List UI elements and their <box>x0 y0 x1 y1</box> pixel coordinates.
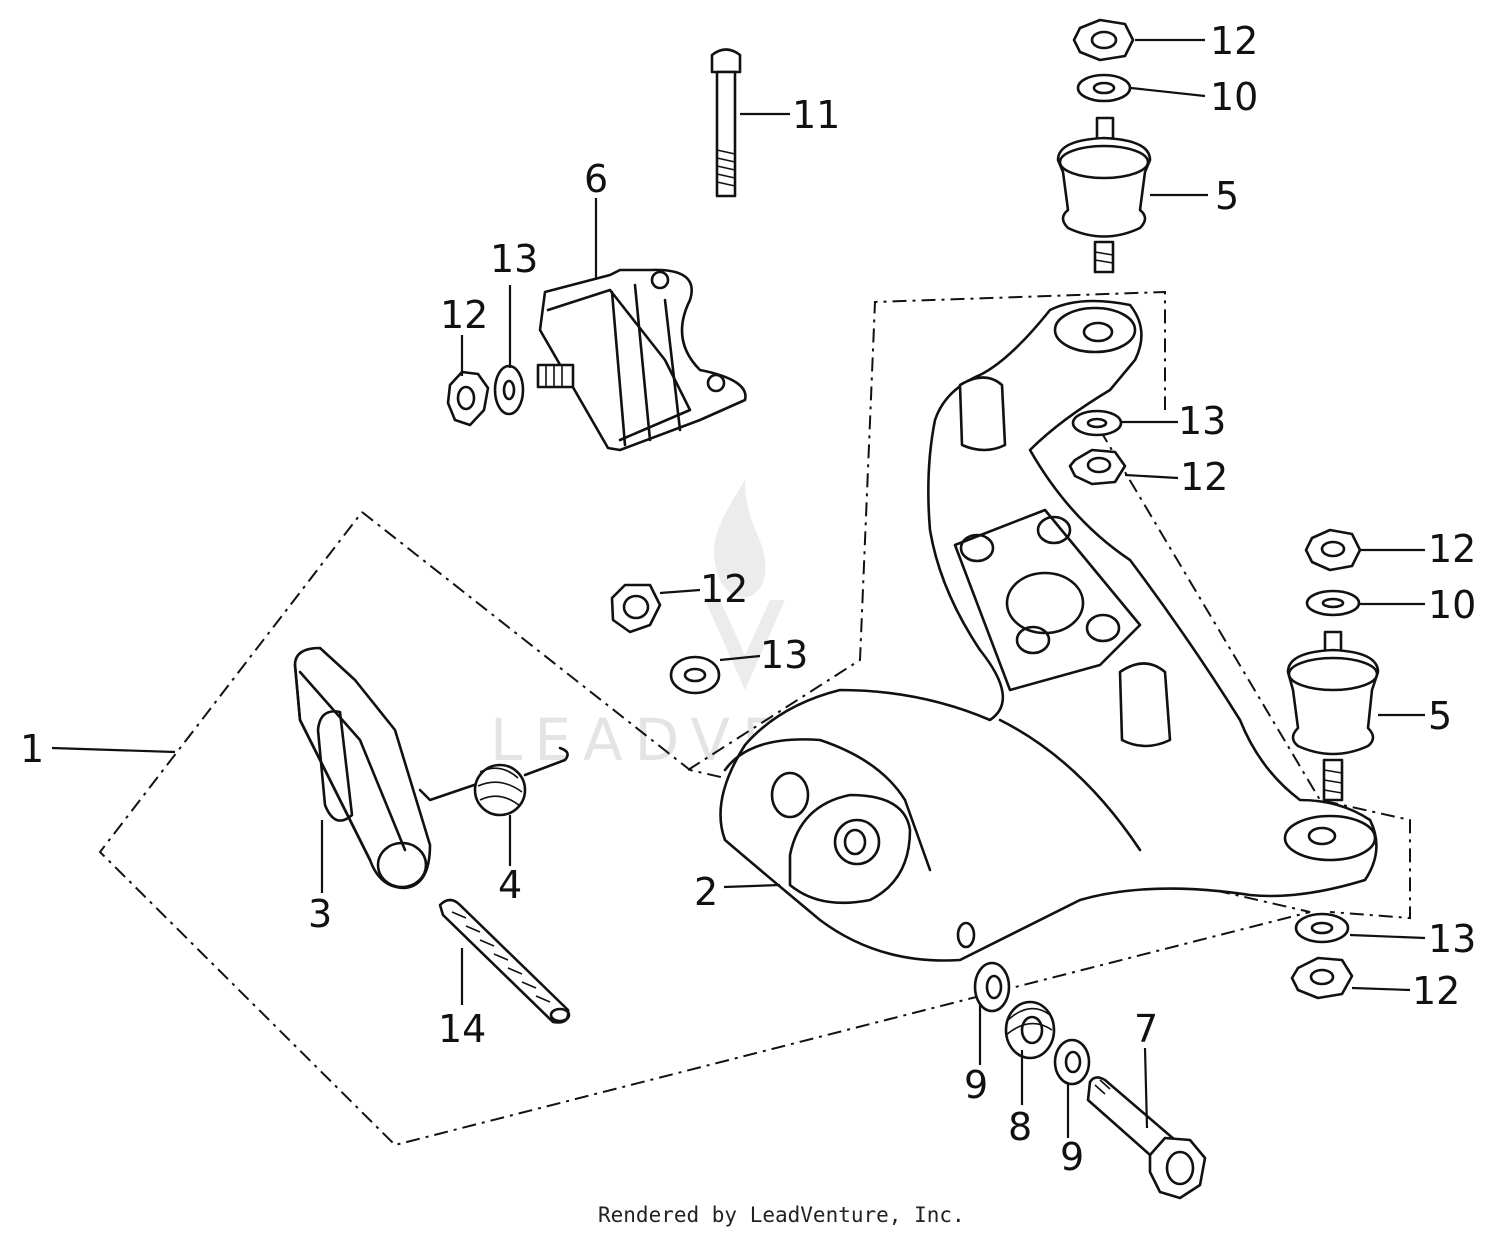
watermark-flame-icon <box>714 480 766 598</box>
callout-2: 2 <box>694 870 718 914</box>
part-12-nut-center <box>610 583 662 634</box>
callout-13: 13 <box>1178 399 1226 443</box>
callout-4: 4 <box>498 863 522 907</box>
callout-10: 10 <box>1210 75 1258 119</box>
part-13-washer-center <box>669 655 721 695</box>
part-8-collar <box>1004 1000 1056 1060</box>
part-5-mount-top <box>1056 116 1152 274</box>
callout-14: 14 <box>438 1007 486 1051</box>
callout-12: 12 <box>440 293 488 337</box>
frame-2-right-outline <box>1099 429 1411 920</box>
part-5-mount-right <box>1286 630 1380 802</box>
callout-13: 13 <box>1428 917 1476 961</box>
part-13-washer-right-bottom <box>1294 912 1350 944</box>
part-9-washer-right <box>1053 1038 1091 1086</box>
footer-credit: Rendered by LeadVenture, Inc. <box>598 1203 965 1227</box>
leader-lines <box>51 38 1426 1138</box>
part-12-nut-top <box>1072 18 1135 62</box>
callout-5: 5 <box>1428 694 1452 738</box>
part-3-stopper <box>293 646 432 890</box>
part-12-nut-right-top <box>1068 448 1127 486</box>
callout-8: 8 <box>1008 1105 1032 1149</box>
part-10-washer-right <box>1305 589 1361 617</box>
watermark-v-icon <box>705 600 785 690</box>
callout-12: 12 <box>1180 455 1228 499</box>
callout-6: 6 <box>584 157 608 201</box>
callout-7: 7 <box>1134 1007 1158 1051</box>
part-6-engine-mount <box>536 268 747 452</box>
part-2-frame <box>719 299 1378 962</box>
part-13-washer-right-top <box>1071 409 1123 437</box>
callout-1: 1 <box>20 727 44 771</box>
part-10-washer-top <box>1076 73 1132 103</box>
callouts: 12 10 5 11 6 13 12 13 12 12 10 5 12 13 1… <box>20 19 1476 1179</box>
callout-13: 13 <box>760 633 808 677</box>
callout-9: 9 <box>1060 1135 1084 1179</box>
callout-12: 12 <box>1412 969 1460 1013</box>
callout-9: 9 <box>964 1063 988 1107</box>
callout-10: 10 <box>1428 583 1476 627</box>
callout-3: 3 <box>308 892 332 936</box>
part-11-bolt <box>710 48 742 198</box>
callout-13: 13 <box>490 237 538 281</box>
part-9-washer-left <box>973 961 1011 1013</box>
callout-12: 12 <box>1210 19 1258 63</box>
callout-5: 5 <box>1215 174 1239 218</box>
part-14-pin <box>438 898 571 1024</box>
frame-2-outline <box>687 290 1166 771</box>
part-12-nut-right-bottom <box>1290 956 1354 1000</box>
part-12-nut-mount <box>446 370 490 427</box>
callout-12: 12 <box>700 567 748 611</box>
part-12-nut-right <box>1304 528 1362 572</box>
part-13-washer-mount <box>493 364 525 416</box>
callout-11: 11 <box>792 93 840 137</box>
part-7-bolt <box>1086 1076 1207 1200</box>
part-4-spring <box>418 746 569 817</box>
callout-12: 12 <box>1428 527 1476 571</box>
